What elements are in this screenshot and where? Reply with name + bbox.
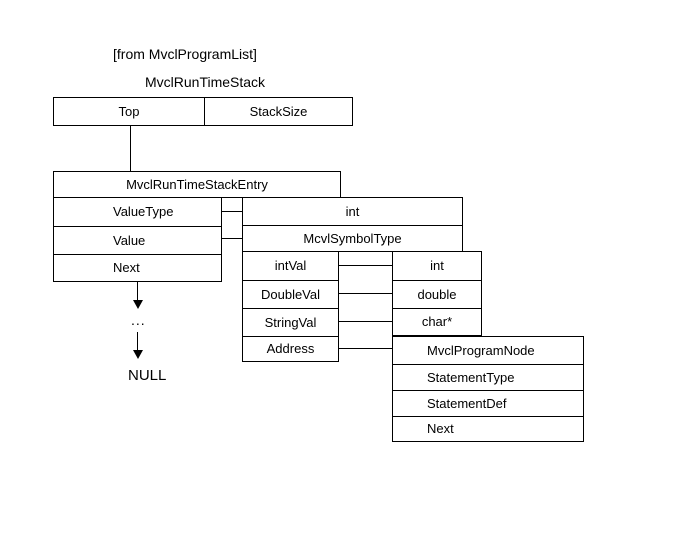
program-node-field-statementtype: StatementType	[393, 364, 583, 390]
connector-valuetype-to-int	[221, 211, 242, 212]
connector-top-to-entry	[130, 125, 131, 171]
program-node-box: MvclProgramNode StatementType StatementD…	[392, 336, 584, 442]
symbol-field-stringval: StringVal	[243, 308, 338, 336]
value-type-symboltype: McvlSymbolType	[243, 225, 462, 251]
stack-cell-stacksize: StackSize	[204, 98, 352, 125]
value-type-int: int	[345, 204, 360, 219]
entry-field-next: Next	[54, 254, 221, 281]
entry-title-box: MvclRunTimeStackEntry	[53, 171, 341, 198]
entry-field-valuetype: ValueType	[113, 204, 174, 219]
connector-intval-to-int	[338, 265, 392, 266]
connector-value-to-symboltype	[221, 238, 242, 239]
symbol-field-address: Address	[243, 336, 338, 361]
annotation-from-program-list: [from MvclProgramList]	[113, 46, 257, 62]
entry-field-value: Value	[54, 226, 221, 254]
program-node-title: MvclProgramNode	[427, 343, 535, 358]
next-arrow-line	[137, 281, 138, 301]
ellipsis-label: ...	[131, 312, 146, 328]
null-label: NULL	[128, 367, 167, 384]
primitive-type-char-pointer: char*	[393, 308, 481, 335]
symbol-fields-box: intVal DoubleVal StringVal Address	[242, 251, 339, 362]
null-arrow-line	[137, 332, 138, 351]
stack-title: MvclRunTimeStack	[145, 74, 266, 90]
primitive-types-box: int double char*	[392, 251, 482, 336]
entry-fields-box: ValueType Value Next	[53, 197, 222, 282]
primitive-type-double: double	[393, 280, 481, 308]
next-arrowhead-icon	[133, 300, 143, 309]
entry-title: MvclRunTimeStackEntry	[126, 177, 268, 192]
connector-stringval-to-char	[338, 321, 392, 322]
symbol-field-intval: intVal	[274, 258, 307, 273]
stack-cell-top: Top	[118, 104, 140, 119]
program-node-field-next: Next	[393, 416, 583, 441]
value-type-box: int McvlSymbolType	[242, 197, 463, 252]
primitive-type-int: int	[430, 258, 444, 273]
null-arrowhead-icon	[133, 350, 143, 359]
program-node-field-statementdef: StatementDef	[393, 390, 583, 416]
connector-address-to-programnode	[338, 348, 392, 349]
stack-record-box: Top StackSize	[53, 97, 353, 126]
symbol-field-doubleval: DoubleVal	[243, 280, 338, 308]
connector-doubleval-to-double	[338, 293, 392, 294]
